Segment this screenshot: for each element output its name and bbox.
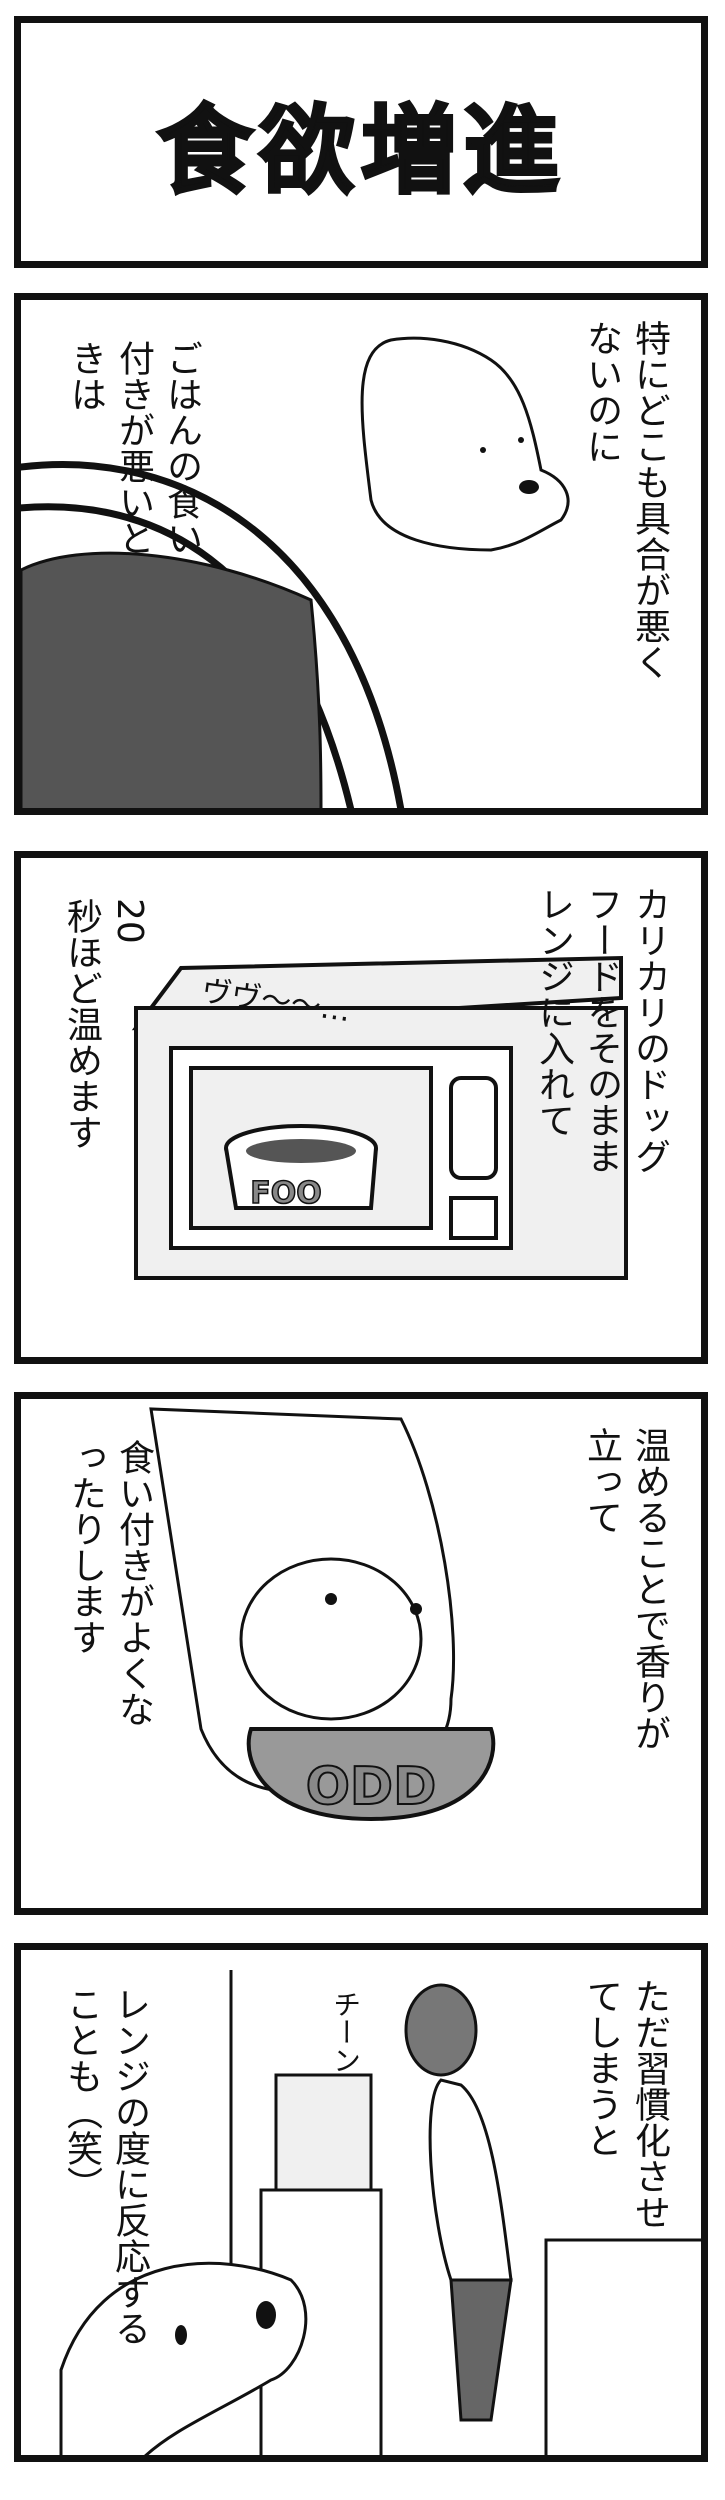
person-microwave-dog-illustration [59,1970,701,2455]
sound-effect: チーン [329,1990,362,2074]
bowl-label: ODD [306,1757,437,1817]
bowl-label: FOO [250,1176,322,1211]
narration-left: 20 秒ほど温めます [61,898,150,1150]
narration-right: 温めることで香りが 立って [581,1427,670,1751]
narration-right: ただ習慣化させ てしまうと [581,1978,670,2230]
comic-title: 食欲増進 [156,93,565,208]
narration-right: 特にどこも具合が悪く ないのに [581,320,670,680]
narration-right: カリカリのドッグ フードをそのまま レンジに入れて [533,886,670,1174]
narration-left: 食い付きがよくな ったりします [65,1439,154,1727]
panel-2: FOO ヴヴ〜〜… カリカリのドッグ フードをそのまま レンジに入れて 20 秒… [14,851,708,1364]
panel-1: 特にどこも具合が悪く ないのに ごはんの食い 付きが悪いと きは [14,293,708,815]
title-panel: 食欲増進 [14,16,708,268]
panel-3: ODD 温めることで香りが 立って 食い付きがよくな ったりします [14,1392,708,1915]
microwave-illustration: FOO [131,955,628,1280]
narration-left: ごはんの食い 付きが悪いと きは [65,340,202,556]
panel-4: チーン ただ習慣化させ てしまうと レンジの度に反応する ことも（笑） [14,1943,708,2462]
dog-and-food-bowl-illustration [21,336,570,808]
dog-eating-illustration: ODD [149,1407,496,1822]
narration-left: レンジの度に反応する ことも（笑） [61,1986,150,2346]
